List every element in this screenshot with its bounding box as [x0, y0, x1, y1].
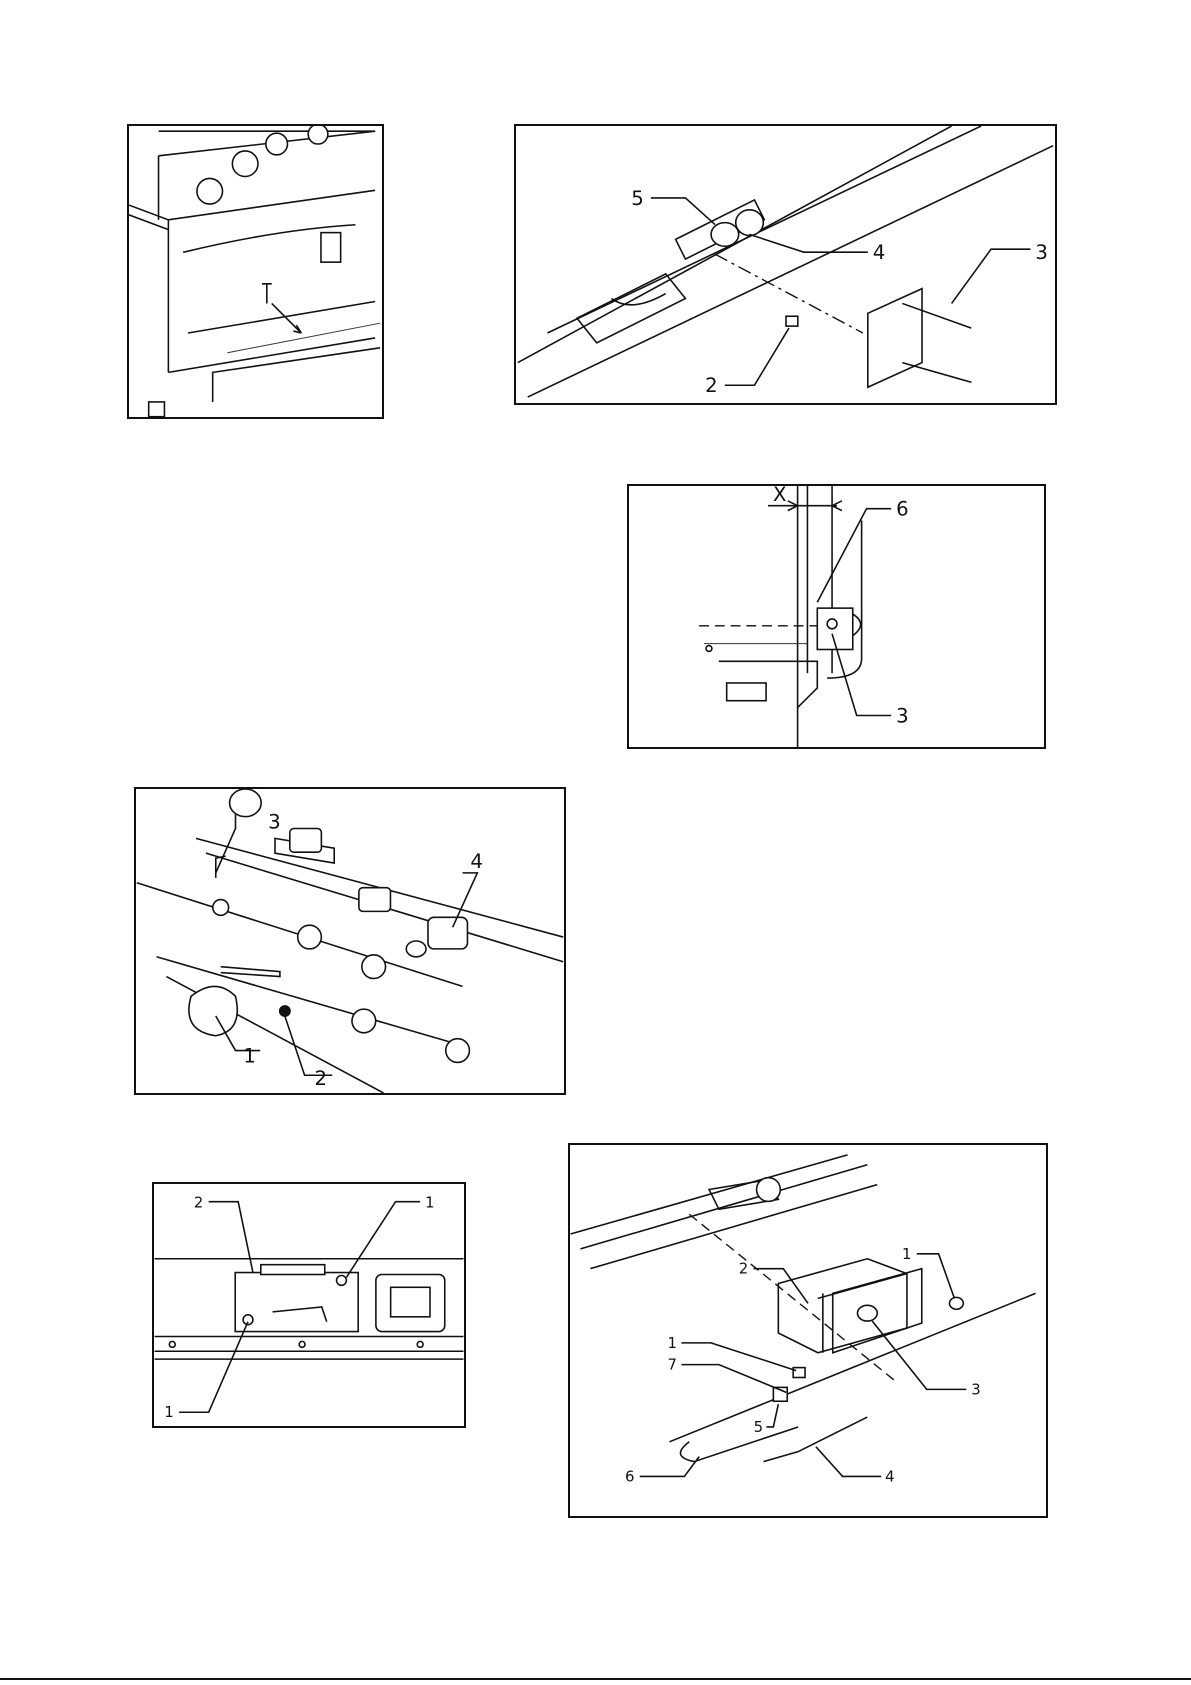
figure-appliance-front	[127, 124, 384, 419]
label-1: 1	[164, 1404, 173, 1421]
label-2: 2	[194, 1195, 203, 1212]
label-3: 3	[1035, 241, 1048, 264]
label-1: 1	[668, 1335, 677, 1352]
label-5: 5	[754, 1419, 763, 1436]
figure-valve-detail-drawing: 3 4 1 2	[136, 789, 564, 1093]
label-2: 2	[314, 1067, 327, 1090]
figure-gap-detail-drawing: X 6 3	[629, 486, 1044, 747]
figure-control-box-drawing: 2 1 1	[154, 1184, 464, 1426]
label-3: 3	[971, 1381, 980, 1398]
label-4: 4	[885, 1468, 894, 1485]
label-2: 2	[705, 374, 718, 397]
label-4: 4	[470, 850, 483, 873]
figure-exploded-bracket-drawing: 5 4 3 2	[516, 126, 1055, 403]
label-2: 2	[739, 1261, 748, 1278]
label-6: 6	[625, 1468, 634, 1485]
label-7: 7	[668, 1357, 677, 1374]
label-5: 5	[631, 187, 644, 210]
label-4: 4	[873, 241, 886, 264]
figure-appliance-front-drawing	[129, 126, 382, 417]
figure-valve-detail: 3 4 1 2	[134, 787, 566, 1095]
figure-exploded-isometric: 1 2 1 7 3 5 6 4	[568, 1143, 1048, 1518]
label-1: 1	[902, 1246, 911, 1263]
figure-control-box: 2 1 1	[152, 1182, 466, 1428]
figure-exploded-bracket: 5 4 3 2	[514, 124, 1057, 405]
label-3: 3	[268, 810, 281, 833]
label-3: 3	[896, 704, 909, 727]
footer-rule	[0, 1678, 1191, 1680]
label-1: 1	[425, 1195, 434, 1212]
label-1: 1	[243, 1044, 256, 1067]
figure-gap-detail: X 6 3	[627, 484, 1046, 749]
figure-exploded-isometric-drawing: 1 2 1 7 3 5 6 4	[570, 1145, 1046, 1516]
label-6: 6	[896, 498, 909, 521]
label-x: X	[773, 486, 787, 506]
